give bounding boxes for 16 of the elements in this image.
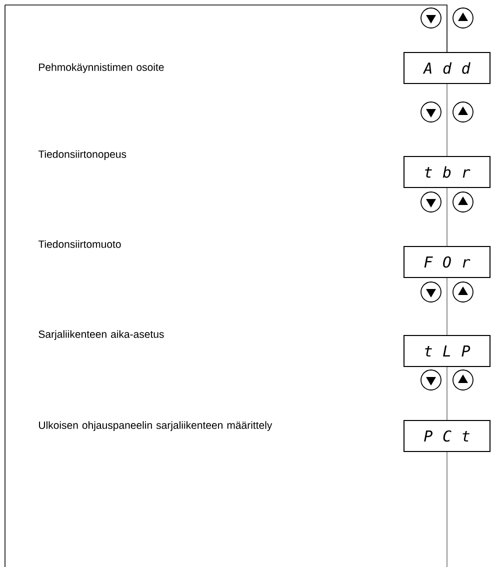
parameter-label: Tiedonsiirtonopeus: [38, 150, 126, 160]
connector-line: [4, 4, 448, 52]
display-box: A d d: [404, 52, 490, 84]
connector-line: [446, 84, 448, 156]
connector-line: [446, 278, 448, 336]
connector-line: [446, 452, 448, 567]
display-box: t b r: [404, 156, 490, 188]
connector-line: [446, 188, 448, 246]
display-box: F O r: [404, 246, 490, 278]
parameter-label: Sarjaliikenteen aika-asetus: [38, 330, 164, 340]
parameter-label: Tiedonsiirtomuoto: [38, 240, 121, 248]
display-box: t L P: [404, 335, 490, 367]
display-box: P C t: [404, 420, 490, 452]
parameter-label: Ulkoisen ohjauspaneelin sarjaliikenteen määrittely: [39, 421, 272, 431]
connector-line: [446, 366, 448, 420]
parameter-label: Pehmokäynnistimen osoite: [39, 63, 164, 73]
